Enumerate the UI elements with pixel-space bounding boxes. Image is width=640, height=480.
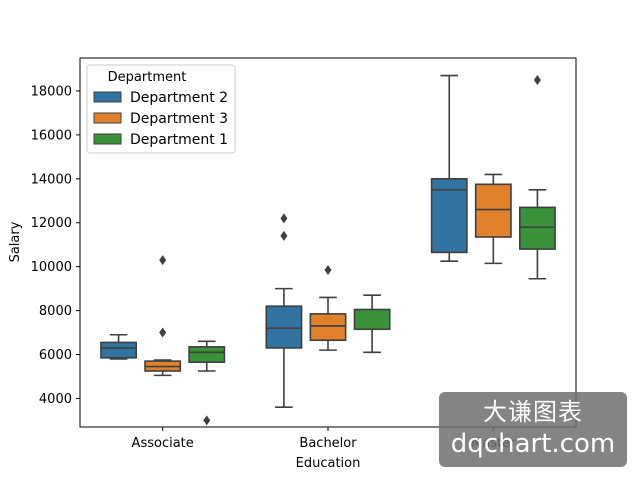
legend-frame <box>86 64 236 154</box>
box-iqr <box>430 178 468 254</box>
box-master-department-1 <box>518 74 556 280</box>
watermark-line2: dqchart.com <box>450 429 616 459</box>
y-tick-label: 14000 <box>31 172 72 187</box>
outlier-point <box>324 264 332 275</box>
outlier-point <box>533 74 541 85</box>
box-bachelor-department-1 <box>353 294 391 354</box>
box-associate-department-3 <box>144 255 182 377</box>
x-axis-label: Education <box>296 456 361 471</box>
watermark-line1: 大谦图表 <box>483 398 583 426</box>
watermark: 大谦图表 dqchart.com <box>439 392 627 467</box>
legend-swatch <box>93 91 122 103</box>
y-tick-label: 6000 <box>39 348 72 363</box>
x-tick-label: Bachelor <box>299 436 357 451</box>
legend-label: Department 2 <box>130 90 228 106</box>
box-associate-department-2 <box>100 333 138 360</box>
legend-label: Department 1 <box>130 132 228 148</box>
box-master-department-2 <box>430 74 468 262</box>
box-iqr <box>309 313 347 342</box>
y-axis-label: Salary <box>8 221 23 262</box>
legend-title: Department <box>108 70 187 85</box>
box-associate-department-1 <box>188 340 226 426</box>
box-bachelor-department-3 <box>309 264 347 351</box>
box-master-department-3 <box>474 173 512 265</box>
x-tick-label: Associate <box>132 436 194 451</box>
legend-entry: Department 1 <box>93 132 228 148</box>
y-tick-label: 18000 <box>31 84 72 99</box>
box-iqr <box>353 308 391 331</box>
y-tick-label: 8000 <box>39 304 72 319</box>
y-tick-label: 10000 <box>31 260 72 275</box>
box-iqr <box>100 341 138 359</box>
legend-label: Department 3 <box>130 111 228 127</box>
box-iqr <box>265 305 303 349</box>
legend-swatch <box>93 112 122 124</box>
y-tick-label: 4000 <box>39 392 72 407</box>
legend-entry: Department 2 <box>93 90 228 106</box>
outlier-point <box>159 327 167 338</box>
box-iqr <box>188 346 226 364</box>
legend-swatch <box>93 133 122 145</box>
box-bachelor-department-2 <box>265 213 303 409</box>
y-tick-label: 12000 <box>31 216 72 231</box>
outlier-point <box>159 255 167 266</box>
plot-area: 4000 6000 8000 10000 12000 14000 16000 18000Ass… <box>31 57 577 451</box>
box-iqr <box>474 183 512 238</box>
box-iqr <box>518 206 556 250</box>
outlier-point <box>280 213 288 224</box>
legend-entry: Department 3 <box>93 111 228 127</box>
outlier-point <box>280 230 288 241</box>
y-tick-label: 16000 <box>31 128 72 143</box>
outlier-point <box>203 415 211 426</box>
